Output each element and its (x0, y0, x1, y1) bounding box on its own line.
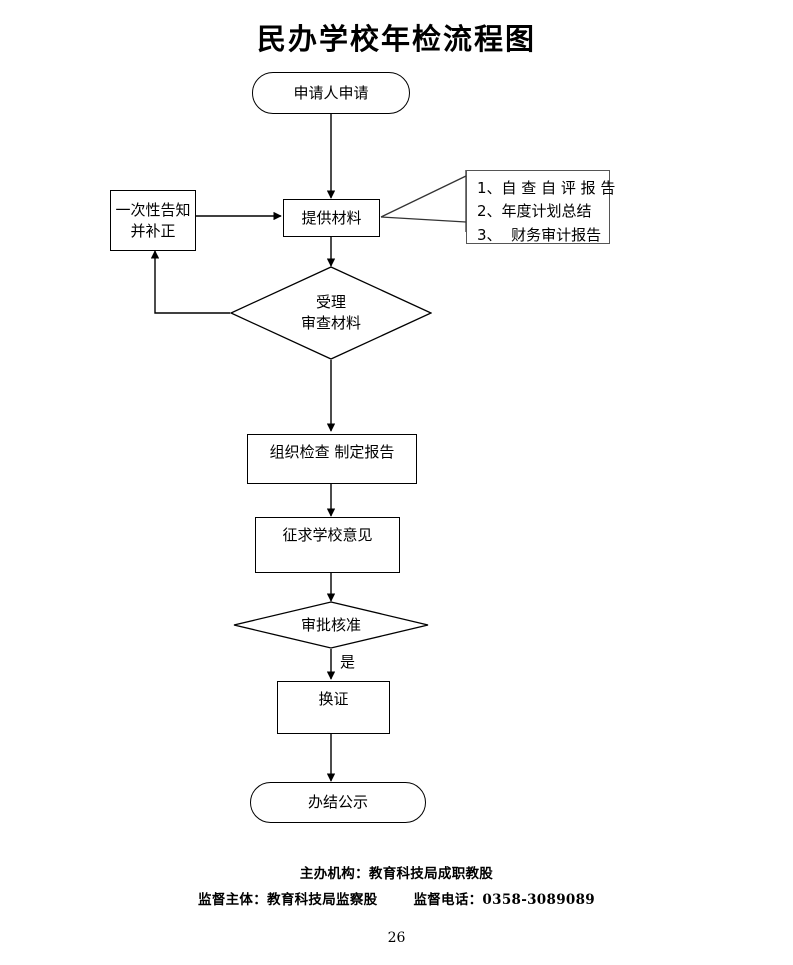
review-diamond-shape (230, 266, 432, 360)
node-solicit-opinion-label: 征求学校意见 (282, 526, 373, 544)
node-approval-decision-label: 审批核准 (233, 601, 429, 649)
page-number: 26 (387, 930, 406, 946)
page-title: 民办学校年检流程图 (256, 22, 536, 56)
node-review-decision-label: 受理 审查材料 (230, 266, 432, 360)
footer-line-2: 监督主体：教育科技局监察股 监督电话：0358-3089089 (0, 888, 793, 908)
node-publish-result[interactable]: 办结公示 (250, 782, 426, 823)
node-apply-label: 申请人申请 (293, 83, 369, 102)
footer-phone: 监督电话：0358-3089089 (413, 892, 595, 908)
materials-note-item-2: 2、年度计划总结 (477, 202, 592, 221)
node-review-decision-line2: 审查材料 (300, 314, 361, 332)
edge-review-to-notify (150, 250, 230, 314)
edge-label-yes: 是 (340, 653, 356, 671)
node-one-time-notice-line1: 一次性告知 (115, 201, 191, 220)
node-review-decision-line1: 受理 (315, 293, 346, 311)
approval-diamond-shape (233, 601, 429, 649)
node-renew-license-label: 换证 (318, 690, 349, 708)
footer-line-1: 主办机构：教育科技局成职教股 (299, 866, 494, 882)
node-submit-materials[interactable]: 提供材料 (283, 199, 380, 237)
node-organize-inspection[interactable]: 组织检查 制定报告 (247, 434, 417, 484)
node-publish-result-label: 办结公示 (307, 793, 368, 812)
node-review-decision[interactable]: 受理 审查材料 (230, 266, 432, 360)
node-solicit-opinion[interactable]: 征求学校意见 (255, 517, 400, 573)
node-approval-decision[interactable]: 审批核准 (233, 601, 429, 649)
node-one-time-notice[interactable]: 一次性告知 并补正 (110, 190, 196, 251)
materials-note-box: 1、自 查 自 评 报 告 2、年度计划总结 3、 财务审计报告 (466, 170, 616, 244)
footer-supervisor: 监督主体：教育科技局监察股 (198, 892, 378, 908)
node-submit-materials-label: 提供材料 (301, 208, 362, 227)
node-approval-decision-text: 审批核准 (300, 615, 361, 634)
node-organize-inspection-label: 组织检查 制定报告 (269, 443, 395, 461)
note-connector (380, 170, 467, 232)
node-one-time-notice-line2: 并补正 (130, 221, 176, 240)
materials-note-item-1: 1、自 查 自 评 报 告 (477, 179, 616, 197)
node-apply[interactable]: 申请人申请 (252, 72, 410, 114)
node-renew-license[interactable]: 换证 (277, 681, 390, 734)
materials-note-item-3: 3、 财务审计报告 (477, 225, 602, 244)
